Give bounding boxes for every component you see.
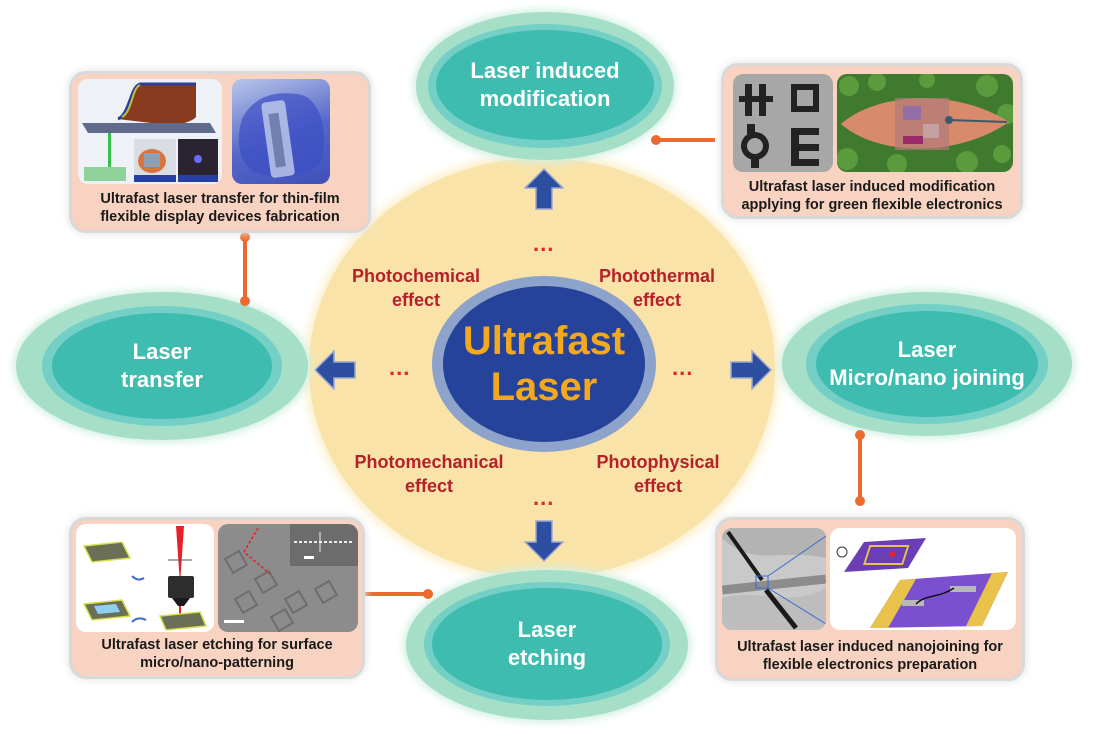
- arrow-right-icon: [730, 350, 772, 390]
- panel-caption: Ultrafast laser induced nanojoining for …: [718, 638, 1022, 674]
- image-graphene-etching-schematic: [76, 524, 214, 632]
- process-label: etching: [507, 645, 587, 670]
- caption-line: Ultrafast laser induced modification: [748, 179, 996, 195]
- process-label: Laser: [517, 617, 577, 642]
- connector-endpoint: [240, 232, 250, 242]
- arrow-down-icon: [524, 520, 564, 562]
- effect-photophysical: Photophysical effect: [588, 450, 728, 498]
- process-label: transfer: [121, 367, 203, 392]
- effect-label: Photochemical: [351, 266, 481, 286]
- image-etched-pattern-sem: [218, 524, 358, 632]
- process-label-etching: Laser etching: [432, 588, 662, 700]
- effect-photomechanical: Photomechanical effect: [348, 450, 510, 498]
- connector-etching: [360, 592, 428, 596]
- center-node-ultrafast-laser: Ultrafast Laser: [443, 286, 645, 442]
- caption-line: Ultrafast laser etching for surface: [101, 637, 333, 653]
- effect-label: Photophysical: [596, 452, 720, 472]
- effect-label: effect: [391, 290, 440, 310]
- panel-caption: Ultrafast laser induced modification app…: [724, 178, 1020, 214]
- caption-line: flexible electronics preparation: [762, 657, 978, 673]
- process-label: Laser: [897, 337, 957, 362]
- image-laser-patterned-electrodes: [733, 74, 833, 172]
- effect-label: effect: [404, 476, 453, 496]
- connector-joining: [858, 434, 862, 500]
- connector-endpoint: [651, 135, 661, 145]
- ellipsis-top: ...: [533, 231, 555, 256]
- process-label-joining: Laser Micro/nano joining: [816, 311, 1038, 417]
- arrow-up-icon: [524, 168, 564, 210]
- ellipsis-right: ...: [672, 355, 694, 380]
- center-title-line2: Laser: [490, 365, 598, 409]
- image-leaf-circuit-photo: [837, 74, 1013, 172]
- example-panel-modification: Ultrafast laser induced modification app…: [724, 66, 1020, 216]
- process-label-modification: Laser induced modification: [436, 30, 654, 140]
- center-title-line1: Ultrafast: [462, 319, 626, 363]
- process-label-transfer: Laser transfer: [52, 313, 272, 419]
- caption-line: applying for green flexible electronics: [741, 197, 1003, 213]
- effect-photothermal: Photothermal effect: [592, 264, 722, 312]
- arrow-left-icon: [314, 350, 356, 390]
- panel-caption: Ultrafast laser transfer for thin-film f…: [72, 190, 368, 226]
- process-label: modification: [479, 86, 611, 111]
- connector-endpoint: [240, 296, 250, 306]
- panel-caption: Ultrafast laser etching for surface micr…: [72, 636, 362, 672]
- connector-endpoint: [855, 430, 865, 440]
- caption-line: Ultrafast laser transfer for thin-film: [100, 191, 340, 207]
- process-label: Laser induced: [470, 58, 620, 83]
- effect-photochemical: Photochemical effect: [346, 264, 486, 312]
- image-nanowire-junction-tem: [722, 528, 826, 630]
- process-label: Laser: [132, 339, 192, 364]
- example-panel-joining: Ultrafast laser induced nanojoining for …: [718, 520, 1022, 678]
- caption-line: Ultrafast laser induced nanojoining for: [737, 639, 1003, 655]
- effect-label: Photomechanical: [354, 452, 504, 472]
- effect-label: effect: [633, 476, 682, 496]
- connector-transfer: [243, 236, 247, 300]
- ellipsis-left: ...: [389, 355, 411, 380]
- process-label: Micro/nano joining: [829, 365, 1025, 390]
- effect-label: Photothermal: [598, 266, 715, 286]
- caption-line: micro/nano-patterning: [140, 655, 294, 671]
- image-nanojoining-device-schematic: [830, 528, 1016, 630]
- example-panel-transfer: Ultrafast laser transfer for thin-film f…: [72, 74, 368, 230]
- connector-endpoint: [423, 589, 433, 599]
- ellipsis-bottom: ...: [533, 485, 555, 510]
- caption-line: flexible display devices fabrication: [100, 209, 340, 225]
- example-panel-etching: Ultrafast laser etching for surface micr…: [72, 520, 362, 676]
- image-gan-led-transfer-schematic: [78, 79, 222, 184]
- connector-endpoint: [855, 496, 865, 506]
- image-flexible-led-film-photo: [232, 79, 330, 184]
- connector-modification: [655, 138, 715, 142]
- effect-label: effect: [632, 290, 681, 310]
